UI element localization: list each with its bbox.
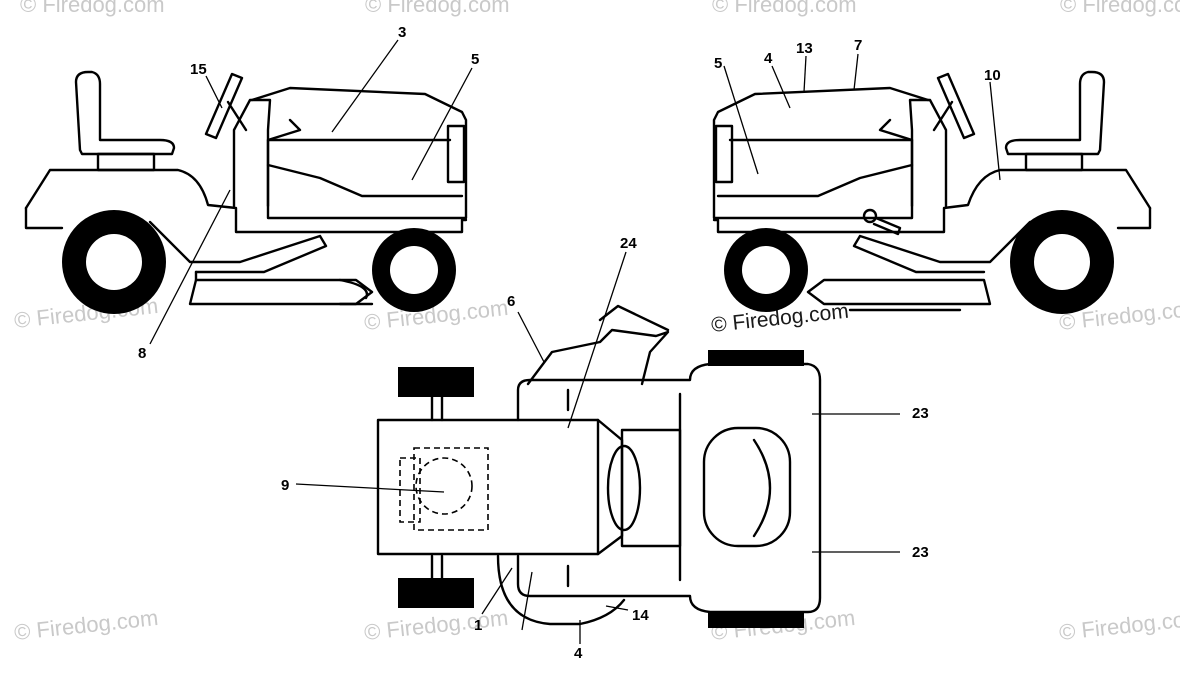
callout-1: 1	[474, 617, 482, 634]
right-side-view-tractor	[712, 70, 1152, 314]
top-view-tractor	[376, 304, 822, 628]
callout-4-top: 4	[764, 50, 773, 67]
callout-6: 6	[507, 293, 515, 310]
callout-3: 3	[398, 24, 406, 41]
callout-5-left: 5	[471, 51, 479, 68]
leader-lines	[149, 39, 1001, 644]
callouts: 3 5 15 8 5 4 13 7 10 24 6 9 23 23 14 1 4	[138, 24, 1001, 662]
callout-10: 10	[984, 67, 1001, 84]
watermark: © Firedog.com	[712, 0, 857, 17]
left-side-view-tractor	[24, 70, 468, 314]
watermark: © Firedog.com	[1058, 605, 1180, 645]
callout-5-right: 5	[714, 55, 722, 72]
callout-7: 7	[854, 37, 862, 54]
callout-8: 8	[138, 345, 146, 362]
watermark: © Firedog.com	[365, 0, 510, 17]
callout-4-bottom: 4	[574, 645, 583, 662]
callout-23-top: 23	[912, 405, 929, 422]
watermark: © Firedog.com	[1060, 0, 1180, 17]
watermarks: © Firedog.com © Firedog.com © Firedog.co…	[13, 0, 1180, 645]
callout-14: 14	[632, 607, 649, 624]
callout-15: 15	[190, 61, 207, 78]
watermark: © Firedog.com	[13, 605, 159, 645]
watermark: © Firedog.com	[20, 0, 165, 17]
callout-24: 24	[620, 235, 637, 252]
callout-9: 9	[281, 477, 289, 494]
callout-23-bottom: 23	[912, 544, 929, 561]
watermark: © Firedog.com	[363, 605, 509, 645]
callout-13: 13	[796, 40, 813, 57]
